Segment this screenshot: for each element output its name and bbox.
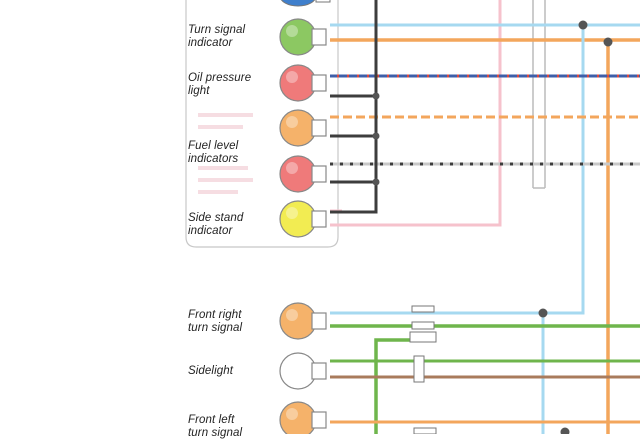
lamp-front-left-turn <box>279 401 327 434</box>
label-sidelight: Sidelight <box>188 365 234 377</box>
lamp-amber-lamp <box>279 109 327 147</box>
black-common-wire <box>330 0 378 214</box>
junction-dots <box>372 20 613 434</box>
label-turn-signal: Turn signal indicator <box>188 24 246 49</box>
lamp-side-stand <box>279 200 327 238</box>
faded-background-text <box>198 113 253 194</box>
label-fuel-level: Fuel level indicators <box>188 140 239 165</box>
green-wire-branch <box>374 338 420 434</box>
lamp-front-right-turn <box>279 302 327 340</box>
connector-bar <box>532 0 546 189</box>
label-oil-pressure: Oil pressure light <box>188 72 252 97</box>
lamps <box>279 18 327 434</box>
instrument-panel-outline <box>185 0 339 248</box>
lamp-top-cut <box>280 0 331 7</box>
label-side-stand: Side stand indicator <box>188 212 244 237</box>
light-blue-wire-vertical <box>330 25 585 315</box>
label-front-left-turn: Front left turn signal <box>188 414 243 439</box>
lamp-fuel-level <box>279 155 327 193</box>
lamp-turn-signal <box>279 18 327 56</box>
inline-connectors <box>409 305 437 434</box>
lamp-sidelight <box>279 352 327 390</box>
pink-wire-vertical <box>330 0 502 227</box>
wires <box>330 0 640 434</box>
label-front-right-turn: Front right turn signal <box>188 309 243 334</box>
lamp-oil-pressure <box>279 64 327 102</box>
